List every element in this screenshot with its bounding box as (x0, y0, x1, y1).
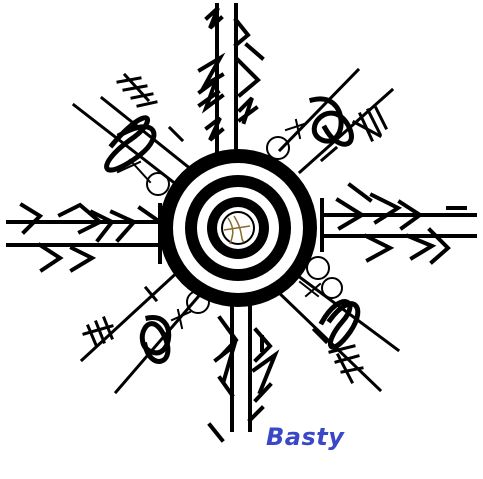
bottom-arm (207, 298, 280, 443)
left-arm (6, 202, 163, 273)
diagonal-arm-top-right (266, 67, 395, 175)
right-arm (320, 182, 477, 265)
diagonal-arm-bottom-right (273, 256, 401, 393)
center-rune-mark (223, 215, 251, 245)
artist-signature: Basty (266, 423, 345, 451)
center-rings (159, 149, 317, 307)
diagonal-arm-bottom-left (79, 265, 210, 395)
top-arm (197, 3, 265, 162)
diagonal-arm-top-left (71, 72, 195, 198)
